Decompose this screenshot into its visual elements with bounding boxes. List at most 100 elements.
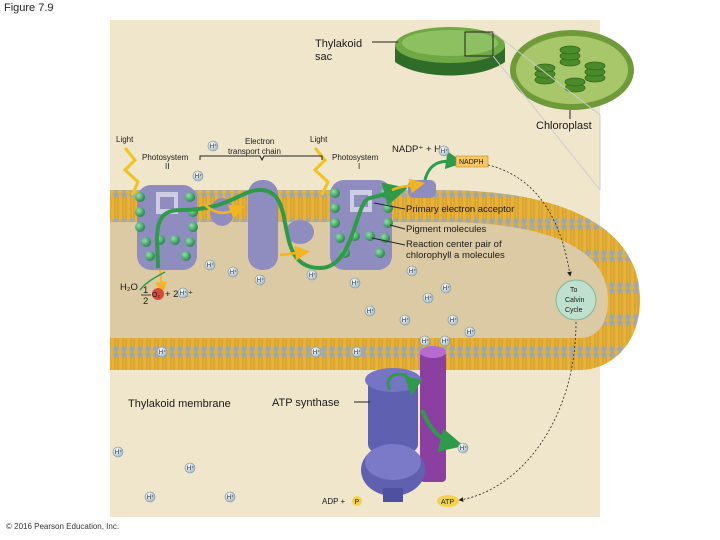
h-ion-label: H⁺ — [207, 262, 215, 269]
atp-label: ATP — [441, 499, 454, 506]
adp-plus-label: ADP + — [322, 497, 346, 506]
thylakoid-membrane-label: Thylakoid membrane — [128, 398, 231, 410]
h-ion-label: H⁺ — [367, 308, 375, 315]
pigment-molecules-label: Pigment molecules — [406, 224, 487, 235]
h-ion-label: H⁺ — [230, 269, 238, 276]
reaction-center-label-1: Reaction center pair of — [406, 239, 502, 250]
h-ion-label: H⁺ — [450, 317, 458, 324]
electron-flow-arrow — [155, 182, 408, 271]
h-ion-label: H⁺ — [352, 280, 360, 287]
h-ion-group: H⁺ H⁺ H⁺ H⁺ H⁺ H⁺ H⁺ H⁺ H⁺ H⁺ H⁺ H⁺ H⁺ H⁺ H⁺ H⁺ H⁺ H⁺ H⁺ H⁺… — [112, 140, 476, 503]
chloroplast-illustration — [510, 30, 634, 110]
o2-molecule — [152, 288, 164, 300]
h-ion-label: H⁺ — [227, 494, 235, 501]
phosphate-circle — [352, 496, 362, 506]
copyright: © 2016 Pearson Education, Inc. — [6, 522, 120, 531]
h-ion-label: H⁺ — [422, 338, 430, 345]
h-ion-label: H⁺ — [402, 317, 410, 324]
calvin-label-3: Cycle — [565, 307, 583, 314]
o2-label: O₂ — [152, 292, 160, 299]
h-ion — [351, 346, 363, 358]
h2o-label: H₂O — [120, 282, 138, 293]
nadp-plus-label: NADP⁺ — [392, 144, 423, 155]
thylakoid-sac-label-2: sac — [315, 51, 333, 63]
h-ion-label: H⁺ — [313, 349, 321, 356]
photosystem-ii-label-1: Photosystem — [142, 153, 189, 162]
light-label-right: Light — [310, 135, 328, 144]
h-ion-label: H⁺ — [442, 338, 450, 345]
h-ion — [439, 335, 451, 347]
h-ion-label: H⁺ — [460, 445, 468, 452]
h-ion — [207, 140, 219, 152]
h-ion-label: H⁺ — [443, 285, 451, 292]
h-ion-label: H⁺ — [354, 349, 362, 356]
nadph-label: NADPH — [459, 159, 484, 166]
h-ion — [112, 446, 124, 458]
thylakoid-membrane-bottom — [110, 300, 640, 370]
h-flow-arrow-3 — [391, 178, 425, 194]
h-ion — [457, 442, 469, 454]
photosystem-ii-label-2: II — [165, 162, 169, 171]
atp-synthase — [361, 346, 446, 502]
calvin-label-1: To — [570, 287, 578, 294]
half-num: 1 — [143, 285, 148, 296]
half-den: 2 — [143, 296, 148, 307]
h-ion — [156, 346, 168, 358]
p-label: P — [355, 499, 360, 506]
h-ion-label: H⁺ — [115, 449, 123, 456]
h-ion — [254, 274, 266, 286]
h-ion — [310, 346, 322, 358]
h-ion-label: H⁺ — [409, 268, 417, 275]
h-ion — [306, 269, 318, 281]
h-ion — [349, 277, 361, 289]
h-flow-arrow-atp — [386, 372, 423, 396]
thylakoid-lumen — [110, 205, 640, 360]
h-ion-label: H⁺ — [180, 290, 188, 297]
light-label-left: Light — [116, 135, 134, 144]
h-ion — [177, 287, 189, 299]
h-ion — [204, 259, 216, 271]
h-ion-label: H⁺ — [467, 329, 475, 336]
primary-electron-acceptor-label: Primary electron acceptor — [406, 204, 514, 215]
h-ion — [224, 491, 236, 503]
reaction-center-label-2: chlorophyll a molecules — [406, 250, 505, 261]
h-ion — [464, 326, 476, 338]
atp-badge — [437, 495, 459, 507]
h-ion — [406, 265, 418, 277]
zoom-box — [464, 31, 494, 57]
photosystem-i-label-2: I — [358, 162, 360, 171]
h-ion-label: H⁺ — [441, 148, 449, 155]
h-ion — [422, 292, 434, 304]
h-ion — [144, 491, 156, 503]
electron-flow-arrow-nadph — [423, 151, 464, 181]
h-ion — [192, 170, 204, 182]
h-ion — [399, 314, 411, 326]
chloroplast-label: Chloroplast — [536, 120, 592, 132]
plus-h-label: + H⁺ — [426, 144, 446, 155]
photosystem-ii — [135, 185, 198, 270]
h-ion-label: H⁺ — [159, 349, 167, 356]
figure-label: Figure 7.9 — [4, 2, 54, 14]
h-ion — [227, 266, 239, 278]
h-ion-label: H⁺ — [257, 277, 265, 284]
h-ion — [438, 145, 450, 157]
thylakoid-sac-label-1: Thylakoid — [315, 38, 362, 50]
h-ion — [447, 314, 459, 326]
calvin-cycle-node — [555, 279, 597, 321]
photosystem-i-label-1: Photosystem — [332, 153, 379, 162]
h-ion-label: H⁺ — [195, 173, 203, 180]
h-flow-arrow-atp-out — [420, 409, 464, 452]
light-bolt-left — [122, 147, 140, 196]
h-flow-arrow-2 — [279, 245, 310, 261]
h-ion-label: H⁺ — [187, 465, 195, 472]
h-flow-arrow-1 — [204, 204, 245, 219]
h-ion-label: H⁺ — [425, 295, 433, 302]
h-ion — [440, 282, 452, 294]
etc-label-1: Electron — [245, 137, 274, 146]
h-ion — [419, 335, 431, 347]
etc-label-2: transport chain — [228, 147, 281, 156]
nadp-reductase — [408, 180, 436, 198]
h-ion — [364, 305, 376, 317]
h-ion-label: H⁺ — [147, 494, 155, 501]
